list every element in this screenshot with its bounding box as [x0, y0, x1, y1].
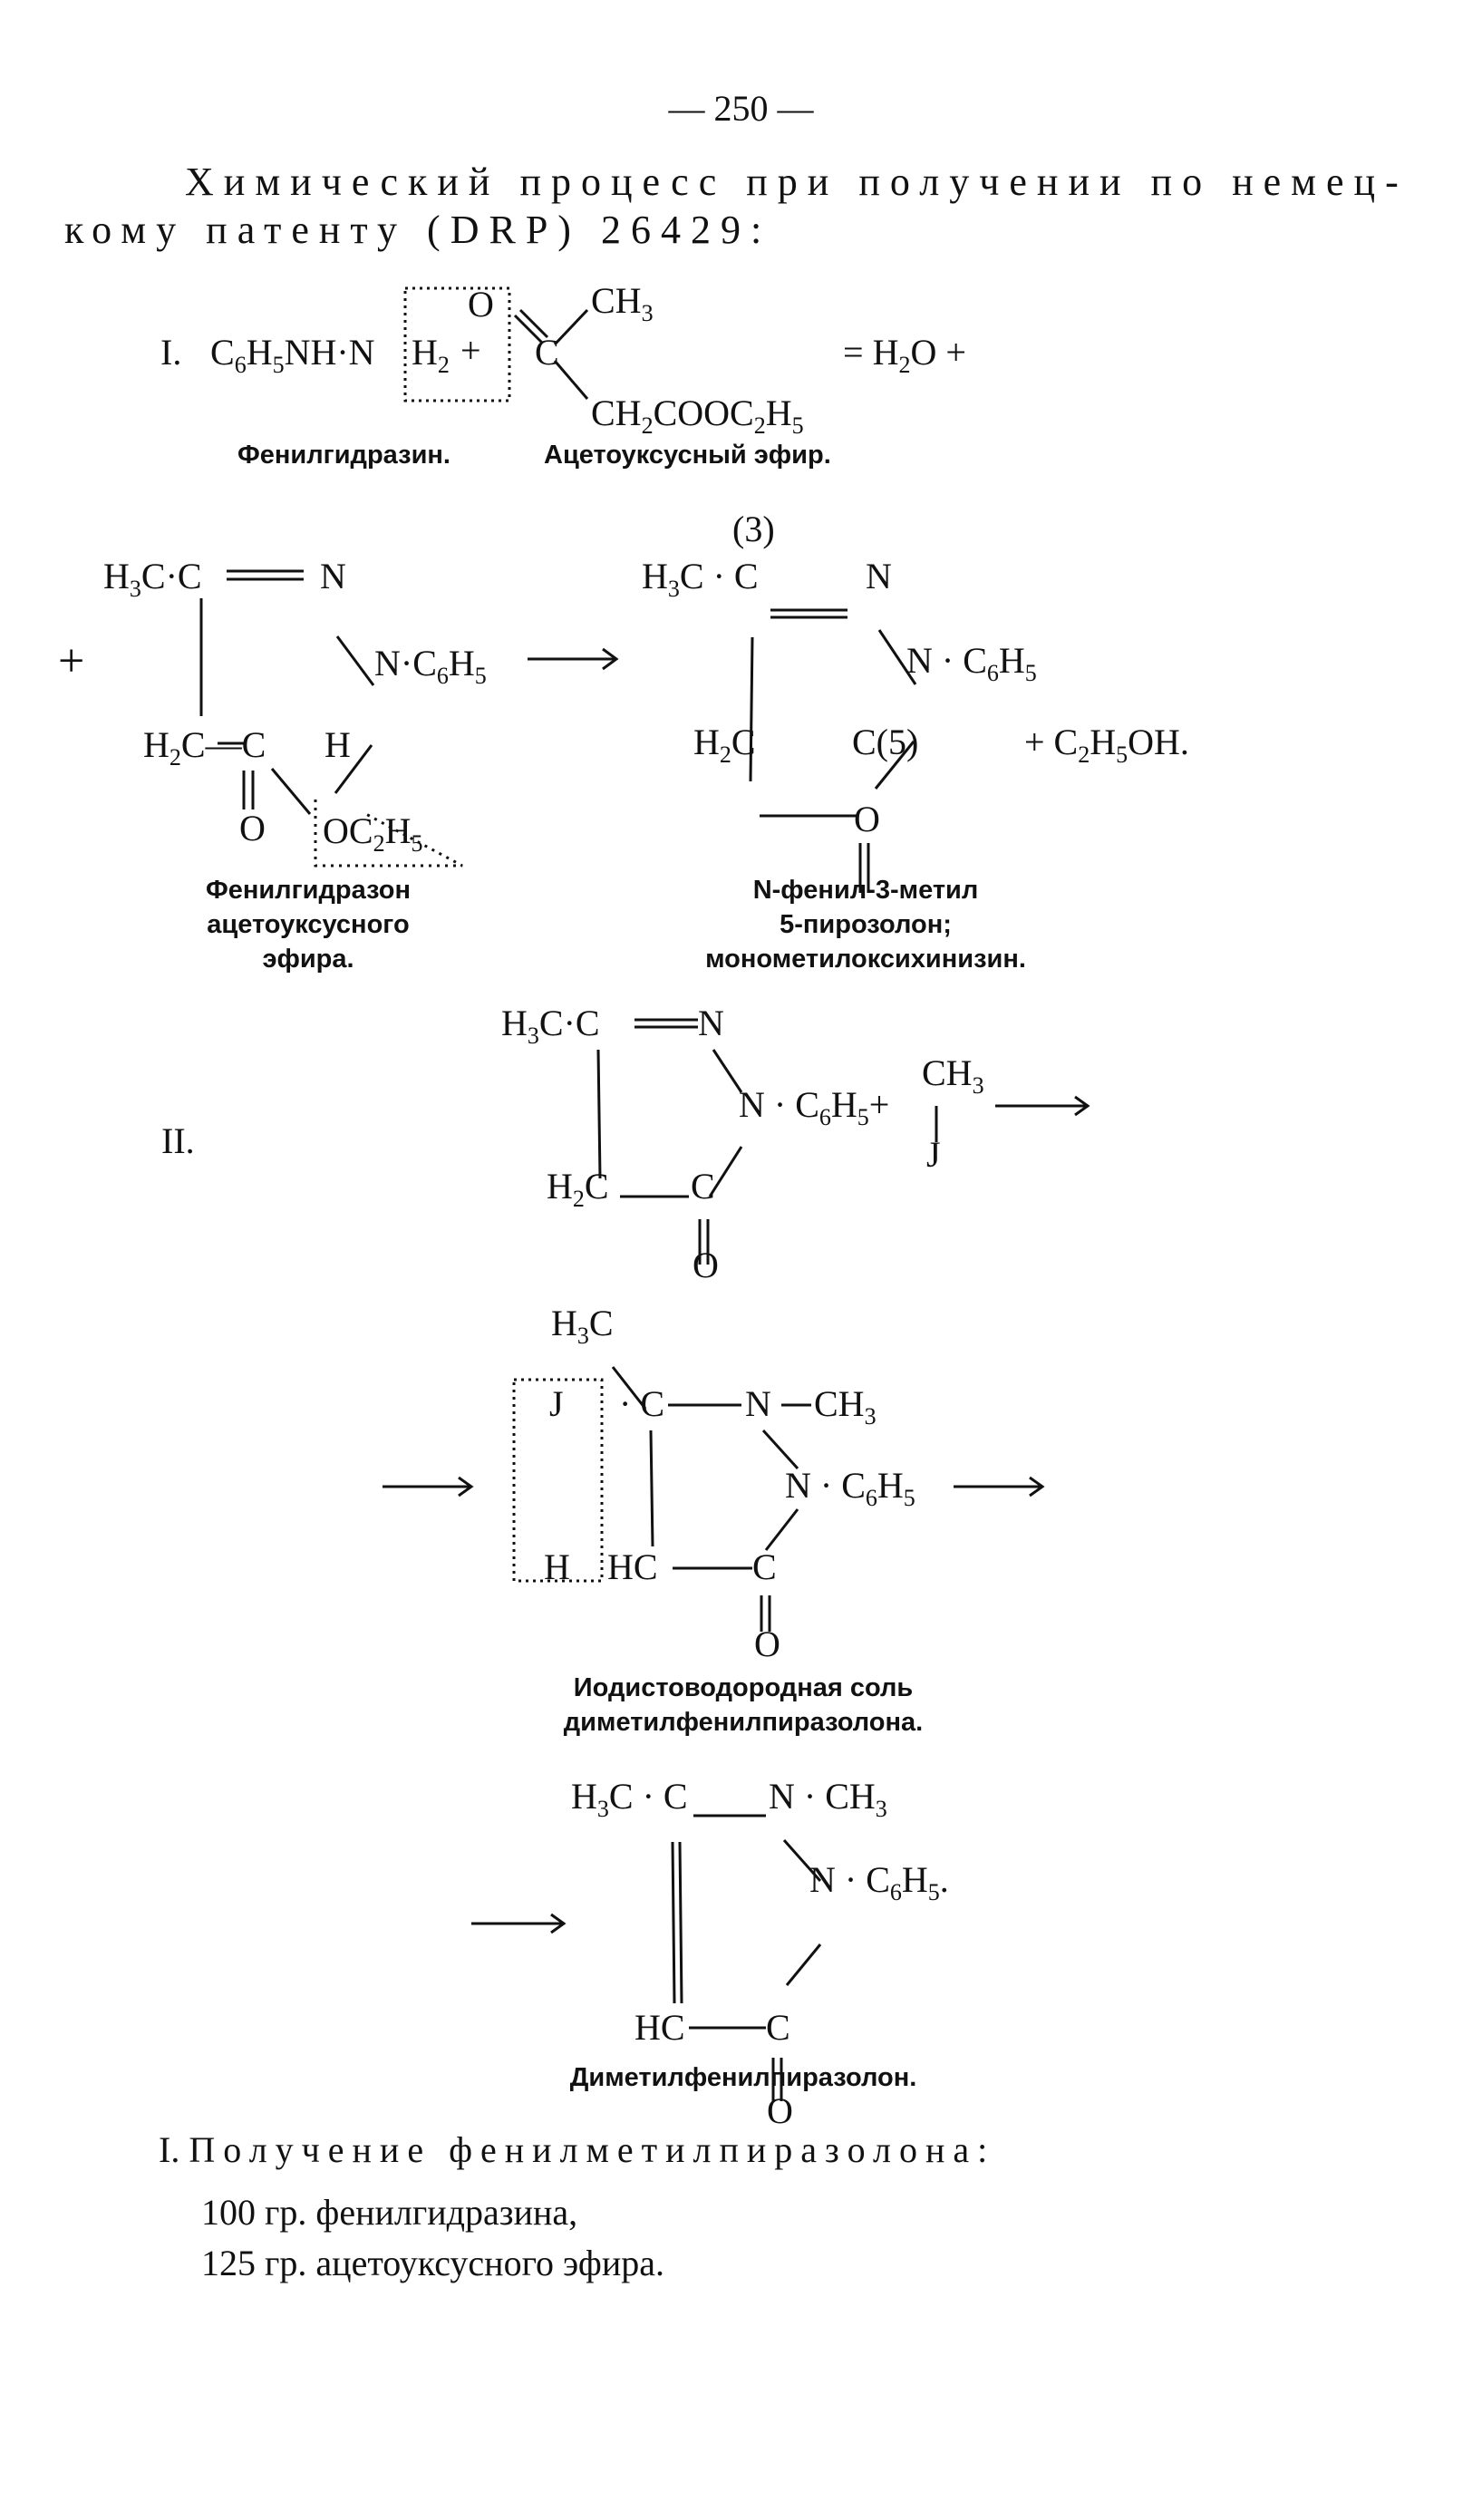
bond-n-n-antipyrine — [782, 1839, 822, 1882]
preparation-heading: I. Получение фенилметилпиразолона: — [159, 2129, 996, 2170]
intro-line-1: Химический процесс при получении по неме… — [185, 160, 1409, 204]
caption-acetoacetic-ester: Ацетоуксусный эфир. — [544, 441, 831, 470]
bond-n-n-reaction-2 — [712, 1049, 743, 1093]
caption-phenylhydrazine: Фенилгидразин. — [237, 441, 450, 470]
ester-group: CH2COOC2H5 — [591, 393, 804, 439]
hydrazone-n-phenyl: N·C6H5 — [374, 643, 487, 689]
antipyrine-n-methyl: N · CH3 — [769, 1776, 887, 1822]
bond-h3c-c-salt — [611, 1366, 647, 1410]
bond-n-c-antipyrine — [785, 1943, 822, 1986]
antipyrine-h3c: H3C · C — [571, 1776, 688, 1822]
phenylhydrazine-formula: C6H5NH·N — [210, 332, 375, 378]
pyrazolone-n-phenyl: N · C6H5 — [906, 640, 1037, 686]
salt-hc: HC — [607, 1546, 658, 1587]
arrow-head-2 — [1074, 1095, 1090, 1117]
caption-hydrazone: Фенилгидразон ацетоуксусного эфира. — [205, 876, 412, 974]
arrow-head-1 — [602, 647, 619, 671]
caption-pyrazolone: N-фенил-3-метил 5-пирозолон; монометилок… — [705, 876, 1026, 974]
double-bond-c-o-1 — [513, 314, 544, 344]
bond-c3-c4-reaction-2 — [596, 1049, 602, 1179]
boxed-h2: H2 — [412, 332, 450, 378]
reaction-2-h2c: H2C — [547, 1166, 609, 1212]
bond-n-c5-pyrazolone — [874, 741, 915, 790]
arrow-head-5 — [550, 1913, 567, 1934]
caption-antipyrine: Диметилфенилпиразолон. — [569, 2063, 917, 2092]
pyrazolone-n: N — [866, 556, 892, 596]
reaction-2-o: O — [693, 1245, 719, 1285]
salt-o: O — [754, 1623, 780, 1664]
salt-iodine: J — [549, 1383, 564, 1424]
water-product: = H2O + — [843, 332, 966, 378]
salt-ch3: CH3 — [814, 1383, 877, 1430]
bond-n-c-salt — [764, 1508, 799, 1551]
hydrazone-h3c: H3C·C — [103, 556, 202, 602]
bond-c-hc-salt — [649, 1430, 654, 1547]
bond-c-oet-hydrazone — [270, 768, 312, 815]
plus-sign: + — [58, 635, 85, 687]
salt-n-phenyl: N · C6H5 — [785, 1465, 915, 1511]
arrow-head-3 — [458, 1476, 474, 1497]
bond-n-n-salt — [761, 1429, 799, 1470]
methyl-group: CH3 — [591, 280, 654, 326]
pyrazolone-h3c: H3C · C — [642, 556, 759, 602]
bond-c-ch2 — [553, 360, 589, 400]
methyl-iodide-j: J — [926, 1134, 941, 1175]
salt-dot-c: · C — [619, 1383, 664, 1424]
salt-h: H — [544, 1546, 570, 1587]
bond-n-n-pyrazolone — [877, 629, 917, 685]
bond-c-ch3 — [553, 308, 589, 346]
hydrazone-o: O — [239, 808, 266, 848]
position-3-label: (3) — [732, 509, 775, 549]
reaction-2-h3c: H3C·C — [501, 1003, 600, 1049]
bond-n-n-hydrazone — [335, 635, 375, 686]
page-number: — 250 — — [668, 88, 814, 129]
pyrazolone-h2c: H2C — [693, 722, 756, 768]
hydrazone-h2c: H2C—C — [143, 724, 266, 771]
methyl-iodide-ch3: CH3 — [922, 1052, 984, 1099]
bond-n-c-reaction-2 — [708, 1146, 743, 1197]
antipyrine-n-phenyl: N · C6H5. — [809, 1859, 949, 1905]
salt-h3c: H3C — [551, 1303, 614, 1349]
arrow-head-4 — [1029, 1476, 1045, 1497]
dotted-box-hi — [512, 1378, 604, 1583]
reaction-1-label: I. — [160, 332, 182, 373]
plus-sign: + — [460, 330, 481, 371]
preparation-item-2: 125 гр. ацетоуксусного эфира. — [201, 2243, 664, 2283]
double-bond-c-c-antipyrine — [671, 1841, 676, 2004]
dotted-triangle-hydrazone — [314, 800, 463, 867]
preparation-item-1: 100 гр. фенилгидразина, — [201, 2192, 578, 2233]
salt-n-methyl: N — [745, 1383, 771, 1424]
hydrazone-oc2h5: OC2H5 — [323, 810, 423, 857]
pyrazolone-o: O — [854, 799, 880, 839]
hydrazone-h: H — [324, 724, 351, 765]
antipyrine-o: O — [767, 2090, 793, 2131]
ethanol-product: + C2H5OH. — [1024, 722, 1189, 768]
dotted-box-reaction-1 — [403, 286, 511, 402]
caption-iodide-salt: Иодистоводородная соль диметилфенилпираз… — [563, 1673, 924, 1737]
pyrazolone-c5: C(5) — [852, 722, 919, 762]
antipyrine-hc: HC — [634, 2007, 685, 2048]
hydrazone-n: N — [320, 556, 346, 596]
reaction-2-label: II. — [161, 1120, 195, 1161]
carbonyl-carbon: C — [535, 332, 559, 373]
salt-c: C — [752, 1546, 777, 1587]
reaction-2-n-phenyl: N · C6H5+ — [739, 1084, 890, 1130]
reaction-2-n: N — [698, 1003, 724, 1043]
bond-c3-c4-pyrazolone — [749, 636, 754, 782]
reaction-2-c: C — [691, 1166, 715, 1207]
antipyrine-c: C — [766, 2007, 790, 2048]
boxed-oxygen: O — [468, 284, 494, 325]
bond-n-h-hydrazone — [334, 744, 373, 794]
intro-line-2: кому патенту (DRP) 26429: — [64, 208, 772, 252]
